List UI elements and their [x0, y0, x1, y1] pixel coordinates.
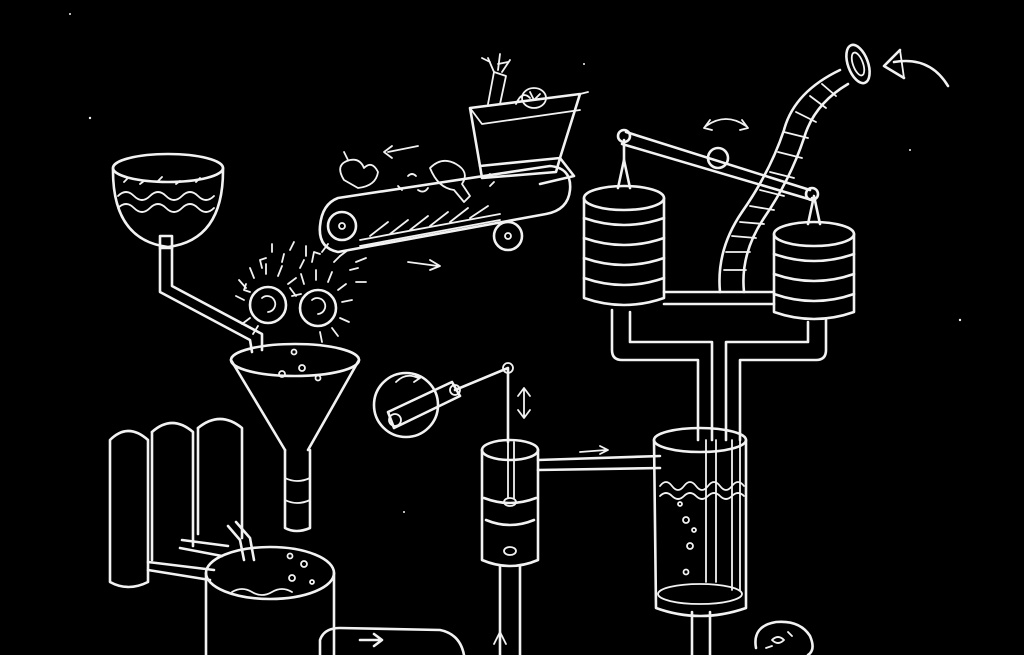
bubbling-tank [652, 426, 748, 655]
intake-hose [718, 43, 950, 294]
ingredient-blob [754, 620, 814, 655]
water-bowl [111, 152, 264, 354]
bellows-pair [582, 118, 856, 442]
speckles [69, 13, 962, 513]
mixing-tub [204, 545, 336, 655]
conveyor-belt [318, 145, 572, 271]
piston-cylinder [480, 438, 662, 655]
spiky-balls [235, 241, 367, 343]
food-bin [468, 53, 589, 186]
crank-wheel [372, 362, 531, 444]
output-capsule [318, 626, 466, 655]
funnel [229, 342, 361, 533]
storage-cylinders [108, 417, 256, 589]
